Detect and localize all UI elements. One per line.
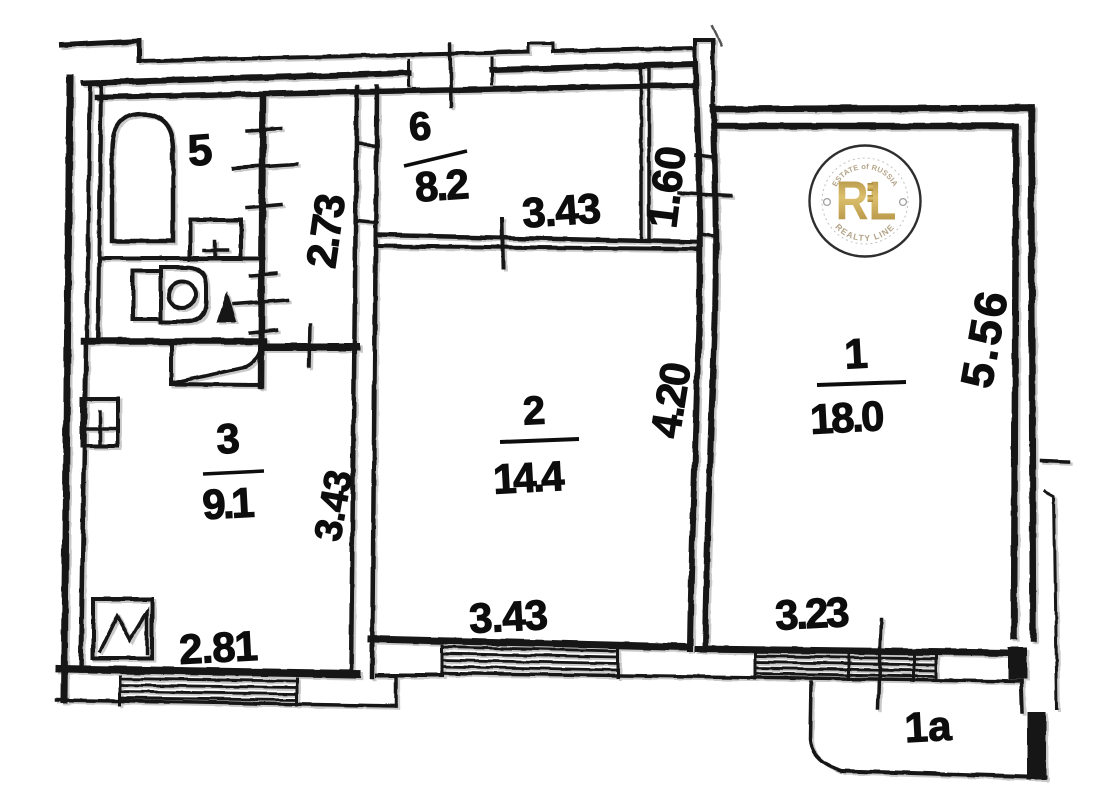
svg-text:2.73: 2.73 — [297, 192, 354, 271]
svg-text:3.23: 3.23 — [774, 588, 849, 639]
svg-text:8.2: 8.2 — [413, 160, 469, 211]
svg-text:1a: 1a — [903, 702, 953, 751]
svg-text:3: 3 — [215, 414, 241, 462]
svg-text:14.4: 14.4 — [492, 452, 566, 503]
svg-text:1.60: 1.60 — [638, 144, 695, 231]
svg-text:9.1: 9.1 — [201, 479, 255, 529]
svg-text:RL: RL — [836, 169, 897, 231]
svg-text:3.43: 3.43 — [468, 591, 548, 642]
svg-text:18.0: 18.0 — [809, 392, 884, 443]
svg-text:6: 6 — [407, 104, 433, 150]
svg-text:5: 5 — [186, 125, 214, 176]
svg-text:3.43: 3.43 — [521, 184, 602, 236]
svg-text:2: 2 — [522, 388, 547, 433]
svg-text:2.81: 2.81 — [178, 622, 259, 673]
svg-text:1: 1 — [843, 329, 869, 377]
